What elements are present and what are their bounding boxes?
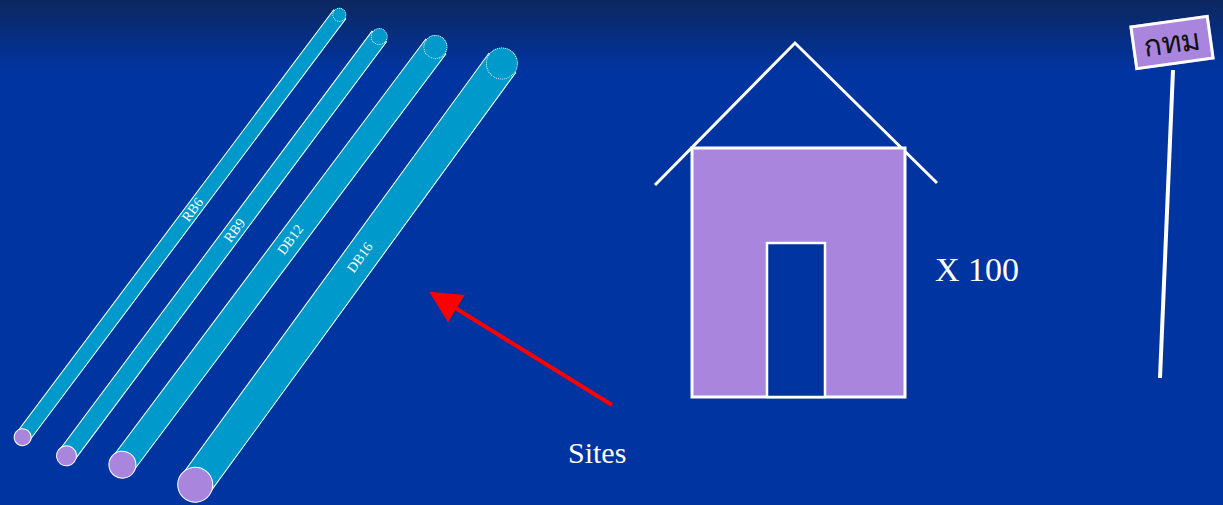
rod-end <box>103 444 142 483</box>
rod-end-hidden <box>418 30 452 64</box>
house-door <box>767 243 825 397</box>
rod-end <box>52 441 81 470</box>
rod-end-hidden <box>480 40 525 85</box>
rod-label: RB9 <box>222 216 249 245</box>
leader-arrow <box>436 296 612 405</box>
rod-end-hidden <box>329 5 349 25</box>
sign-post <box>1160 70 1173 378</box>
rod-end <box>10 424 35 449</box>
rebar-rod: RB9 <box>58 30 387 462</box>
rod-label: DB12 <box>275 222 306 257</box>
quantity-label: X 100 <box>935 251 1019 288</box>
road-sign: กทม <box>1129 15 1214 71</box>
rod-label: RB6 <box>180 196 207 225</box>
rebar-rod: DB16 <box>181 52 516 495</box>
house-body <box>692 148 905 397</box>
rod-end-hidden <box>367 25 391 49</box>
rod-label: DB16 <box>345 240 376 275</box>
callout-label: Sites <box>568 436 626 469</box>
sign-text: กทม <box>1141 19 1204 66</box>
house <box>655 43 937 397</box>
rod-end <box>170 459 220 505</box>
